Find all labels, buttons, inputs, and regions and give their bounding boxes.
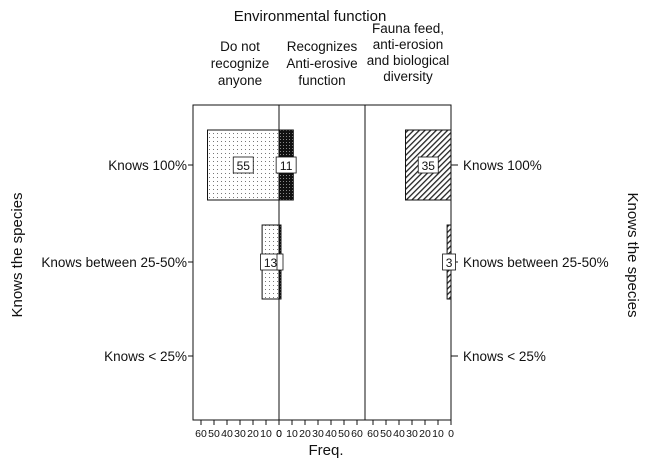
- chart-title: Environmental function: [234, 8, 387, 25]
- x-tick-label: 60: [195, 428, 207, 440]
- x-tick-label: 60: [351, 428, 363, 440]
- category-label-left: Knows 100%: [108, 158, 187, 173]
- y-axis-label-left: Knows the species: [9, 192, 26, 317]
- panel-header-line: diversity: [383, 69, 433, 84]
- x-tick-label: 0: [276, 428, 282, 440]
- category-label-right: Knows < 25%: [463, 349, 546, 364]
- x-tick-label: 50: [380, 428, 392, 440]
- x-tick-label: 40: [325, 428, 337, 440]
- x-tick-label: 20: [419, 428, 431, 440]
- data-label: 13: [264, 256, 278, 270]
- category-label-right: Knows 100%: [463, 158, 542, 173]
- data-label: 35: [422, 159, 436, 173]
- data-label: 11: [280, 159, 293, 173]
- data-label: 3: [446, 256, 453, 270]
- x-tick-label: 10: [260, 428, 272, 440]
- panel-header-line: anyone: [218, 73, 262, 88]
- x-tick-label: 50: [338, 428, 350, 440]
- y-axis-label-right: Knows the species: [624, 192, 641, 317]
- x-tick-label: 0: [276, 428, 282, 440]
- data-label-box: [232, 156, 254, 174]
- panel-header-line: Do not: [220, 39, 260, 54]
- data-label-box: [276, 253, 284, 271]
- data-label-box: [442, 253, 456, 271]
- x-tick-label: 40: [393, 428, 405, 440]
- category-label-left: Knows between 25-50%: [41, 255, 187, 270]
- category-label-right: Knows between 25-50%: [463, 255, 609, 270]
- category-label-left: Knows < 25%: [104, 349, 187, 364]
- x-axis-label: Freq.: [308, 442, 343, 459]
- x-tick-label: 40: [221, 428, 233, 440]
- panel-header-line: Fauna feed,: [372, 21, 444, 36]
- panel-header-line: function: [298, 73, 345, 88]
- x-tick-label: 0: [448, 428, 454, 440]
- x-tick-label: 30: [234, 428, 246, 440]
- panel-header-line: recognize: [211, 56, 270, 71]
- panel-header-line: anti-erosion: [373, 37, 444, 52]
- panel-header-line: Recognizes: [287, 39, 358, 54]
- x-tick-label: 60: [367, 428, 379, 440]
- x-tick-label: 50: [208, 428, 220, 440]
- x-tick-label: 20: [299, 428, 311, 440]
- data-label-box: [417, 156, 439, 174]
- x-tick-label: 10: [286, 428, 298, 440]
- panel-header-line: and biological: [367, 53, 450, 68]
- panel-header-line: Anti-erosive: [286, 56, 357, 71]
- x-tick-label: 30: [406, 428, 418, 440]
- data-label-box: [275, 156, 297, 174]
- x-tick-label: 20: [247, 428, 259, 440]
- x-tick-label: 10: [432, 428, 444, 440]
- data-label: 55: [237, 159, 251, 173]
- x-tick-label: 30: [312, 428, 324, 440]
